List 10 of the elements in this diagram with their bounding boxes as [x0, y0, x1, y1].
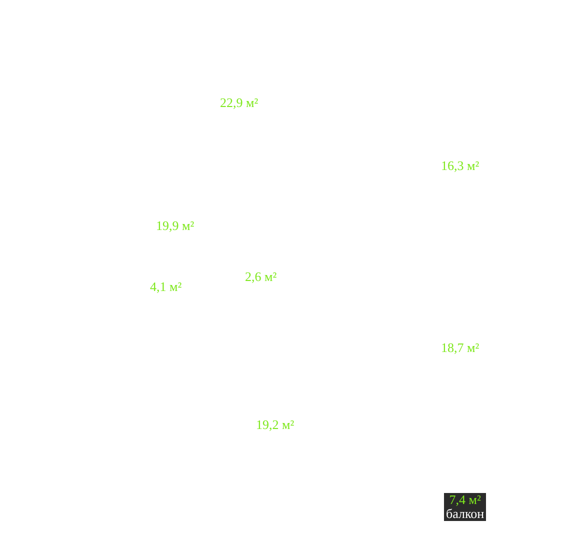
area-label: 7,4 м²	[448, 493, 482, 507]
area-label: 16,3 м²	[441, 158, 480, 173]
area-label: 18,7 м²	[441, 340, 480, 355]
balcony-tag	[444, 493, 486, 521]
area-label: 4,1 м²	[150, 279, 182, 294]
area-label: 19,2 м²	[256, 417, 294, 432]
area-label: 19,9 м²	[156, 218, 194, 233]
room-name: балкон	[446, 507, 484, 521]
area-label: 22,9 м²	[220, 95, 258, 110]
area-label: 2,6 м²	[245, 269, 277, 284]
